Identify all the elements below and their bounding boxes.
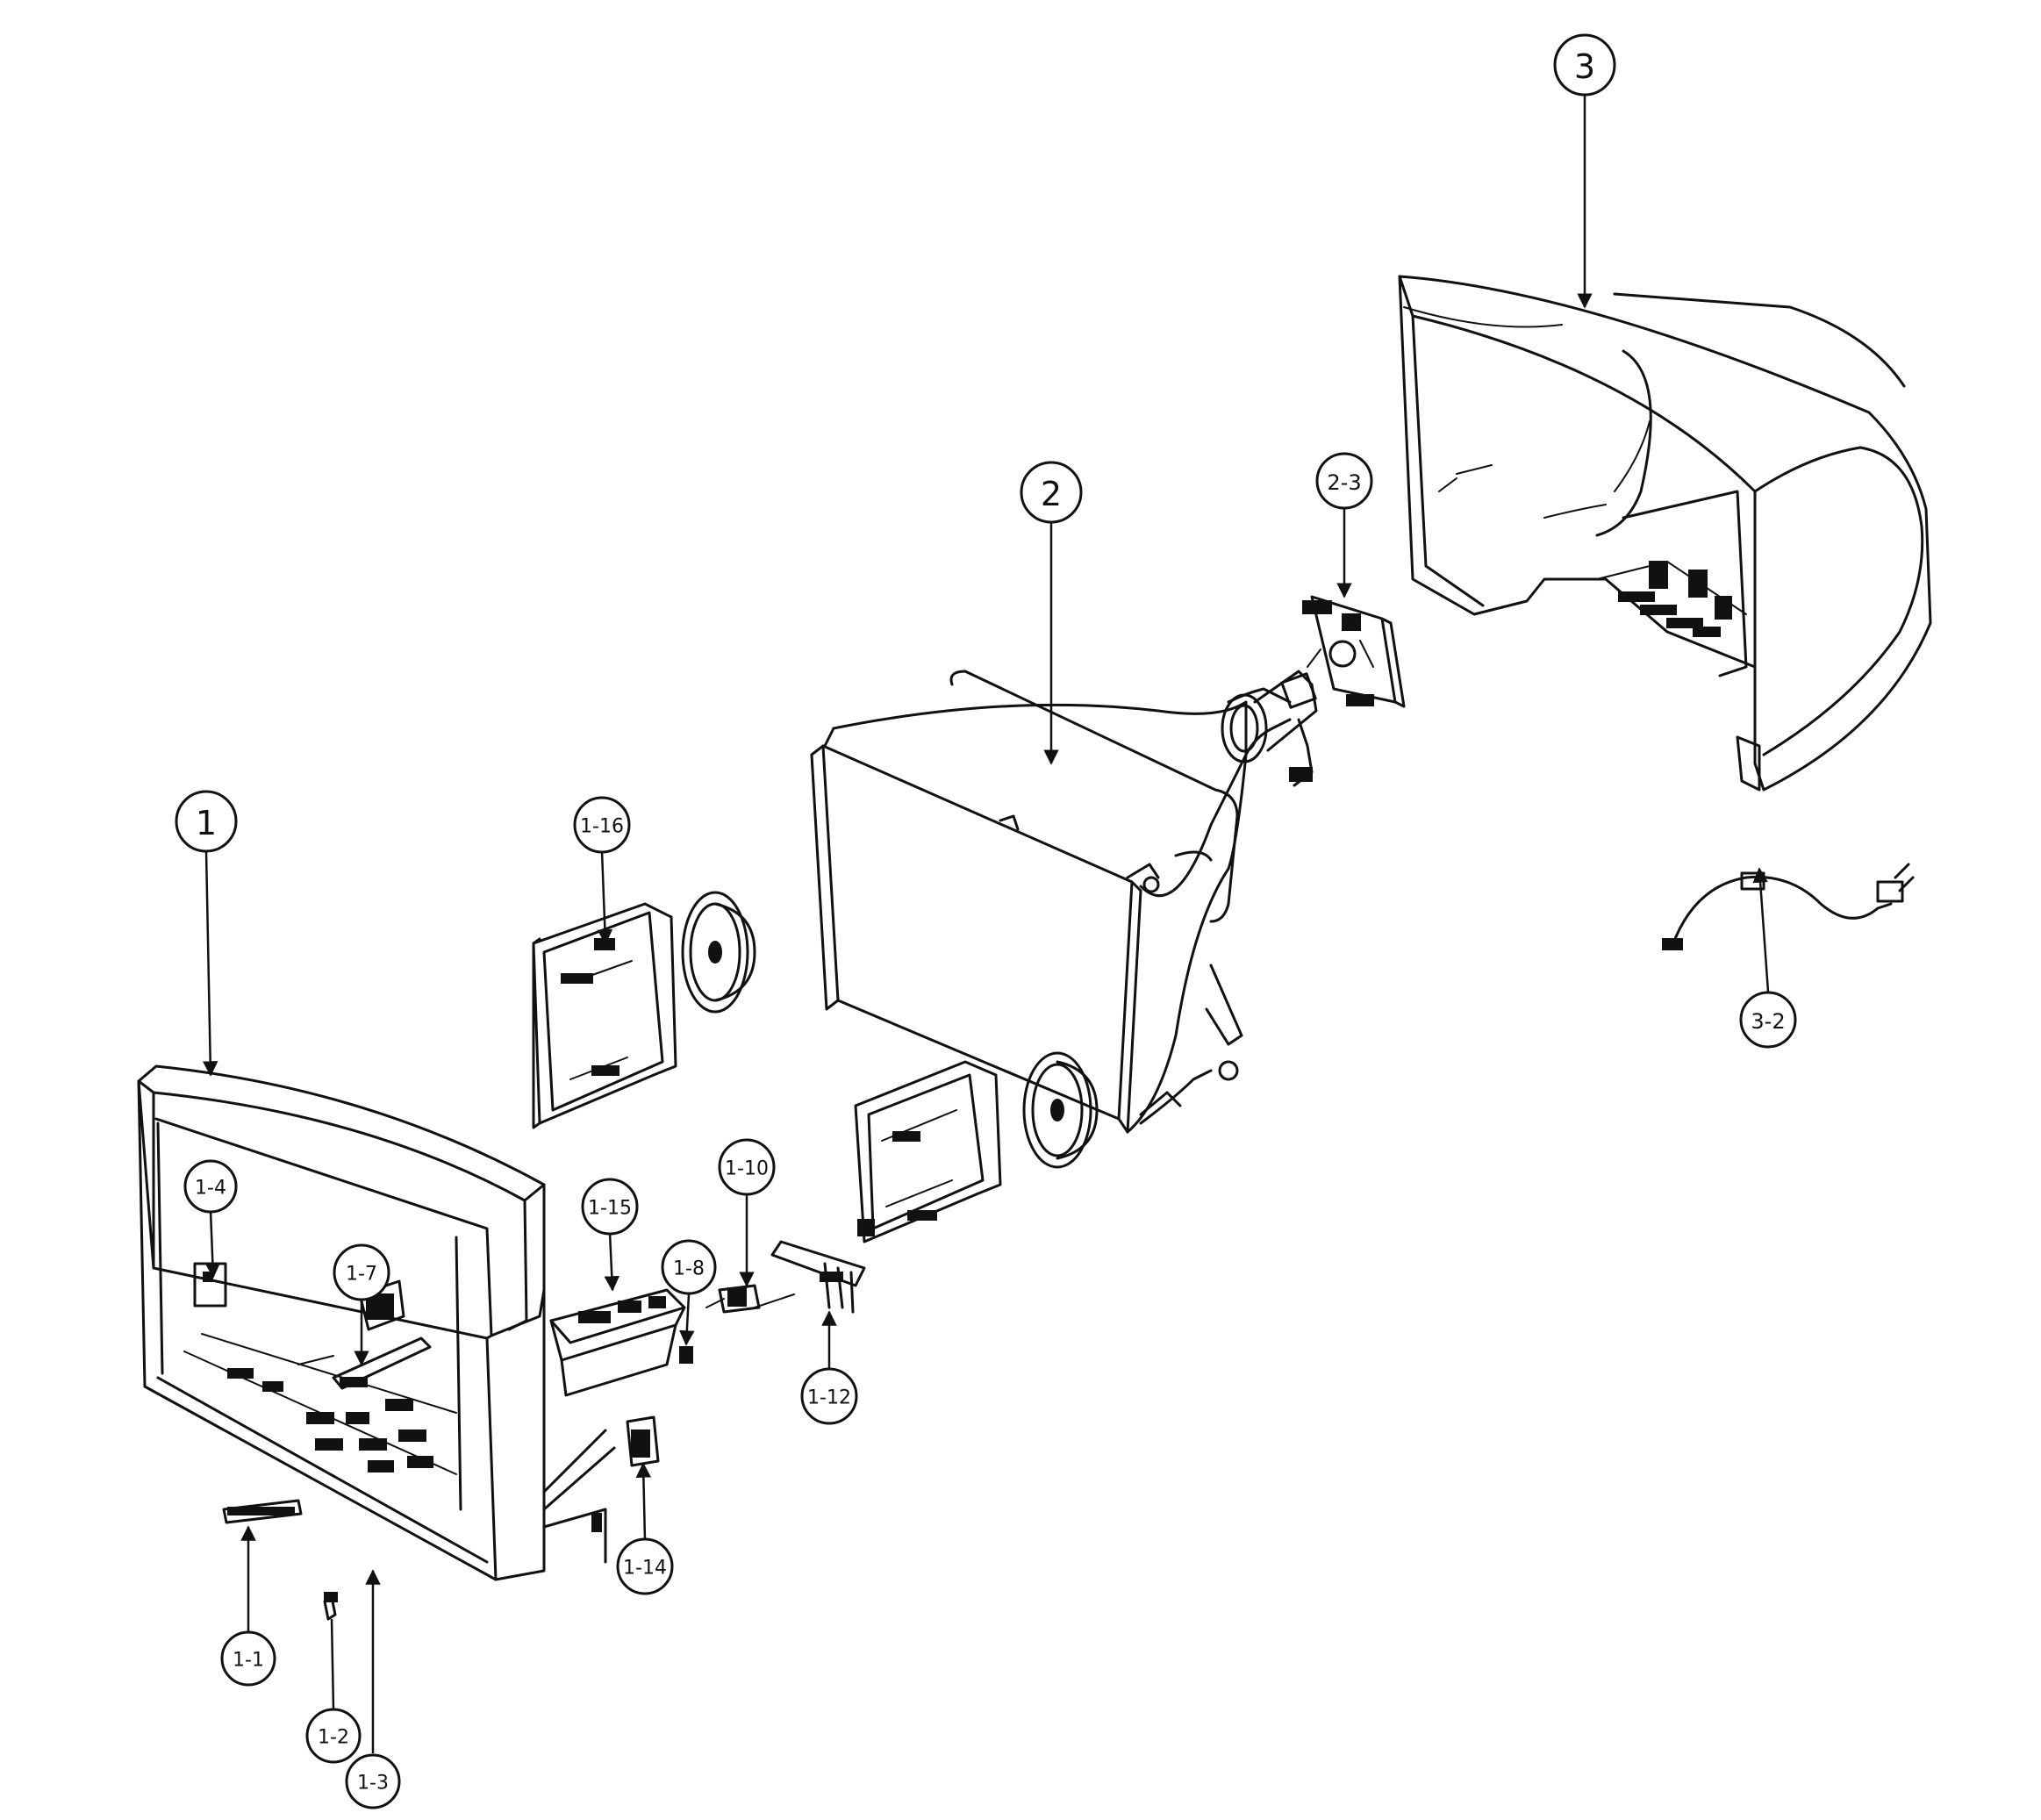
callout-1-14-label: 1-14 xyxy=(623,1558,667,1580)
callout-2-3-label: 2-3 xyxy=(1327,470,1361,495)
front-cabinet xyxy=(137,1064,546,1581)
power-cord xyxy=(1662,863,1915,950)
callout-2: 2 xyxy=(1020,461,1083,524)
callout-2-3: 2-3 xyxy=(1315,452,1373,510)
callout-1-16-label: 1-16 xyxy=(580,816,624,838)
callout-1-12: 1-12 xyxy=(800,1367,858,1425)
callout-1-2: 1-2 xyxy=(305,1708,362,1764)
picture-tube xyxy=(810,670,1292,1134)
callout-1-4: 1-4 xyxy=(183,1159,238,1214)
callout-1-10: 1-10 xyxy=(718,1138,776,1196)
callout-3: 3 xyxy=(1553,33,1616,97)
callout-1-15: 1-15 xyxy=(581,1178,639,1236)
left-speaker-assembly xyxy=(532,891,756,1129)
callout-1-4-label: 1-4 xyxy=(195,1178,226,1200)
callout-3-label: 3 xyxy=(1574,47,1595,86)
callout-1-1-label: 1-1 xyxy=(233,1650,264,1672)
callout-2-label: 2 xyxy=(1041,475,1062,513)
callout-1-7-label: 1-7 xyxy=(346,1264,377,1286)
callout-1-2-label: 1-2 xyxy=(318,1727,349,1749)
callout-3-2-label: 3-2 xyxy=(1751,1009,1785,1034)
callout-1-7: 1-7 xyxy=(333,1243,390,1301)
callout-1-12-label: 1-12 xyxy=(807,1387,851,1409)
deflection-yoke xyxy=(1221,595,1406,787)
callout-1-8: 1-8 xyxy=(661,1239,717,1295)
leader-lines xyxy=(202,95,1770,1753)
callout-1-3-label: 1-3 xyxy=(357,1773,389,1795)
callout-1-3: 1-3 xyxy=(345,1753,401,1809)
callout-1-10-label: 1-10 xyxy=(725,1158,769,1180)
callout-1-8-label: 1-8 xyxy=(673,1258,705,1280)
callout-1-1: 1-1 xyxy=(220,1630,276,1687)
callout-1-16: 1-16 xyxy=(573,796,631,854)
callout-1-14: 1-14 xyxy=(616,1537,674,1595)
callout-3-2: 3-2 xyxy=(1739,991,1797,1049)
callout-1-15-label: 1-15 xyxy=(588,1198,632,1220)
callout-1-label: 1 xyxy=(196,804,217,842)
callout-1: 1 xyxy=(175,790,238,853)
right-speaker-assembly xyxy=(854,1051,1099,1243)
rear-cabinet xyxy=(1398,275,1932,792)
